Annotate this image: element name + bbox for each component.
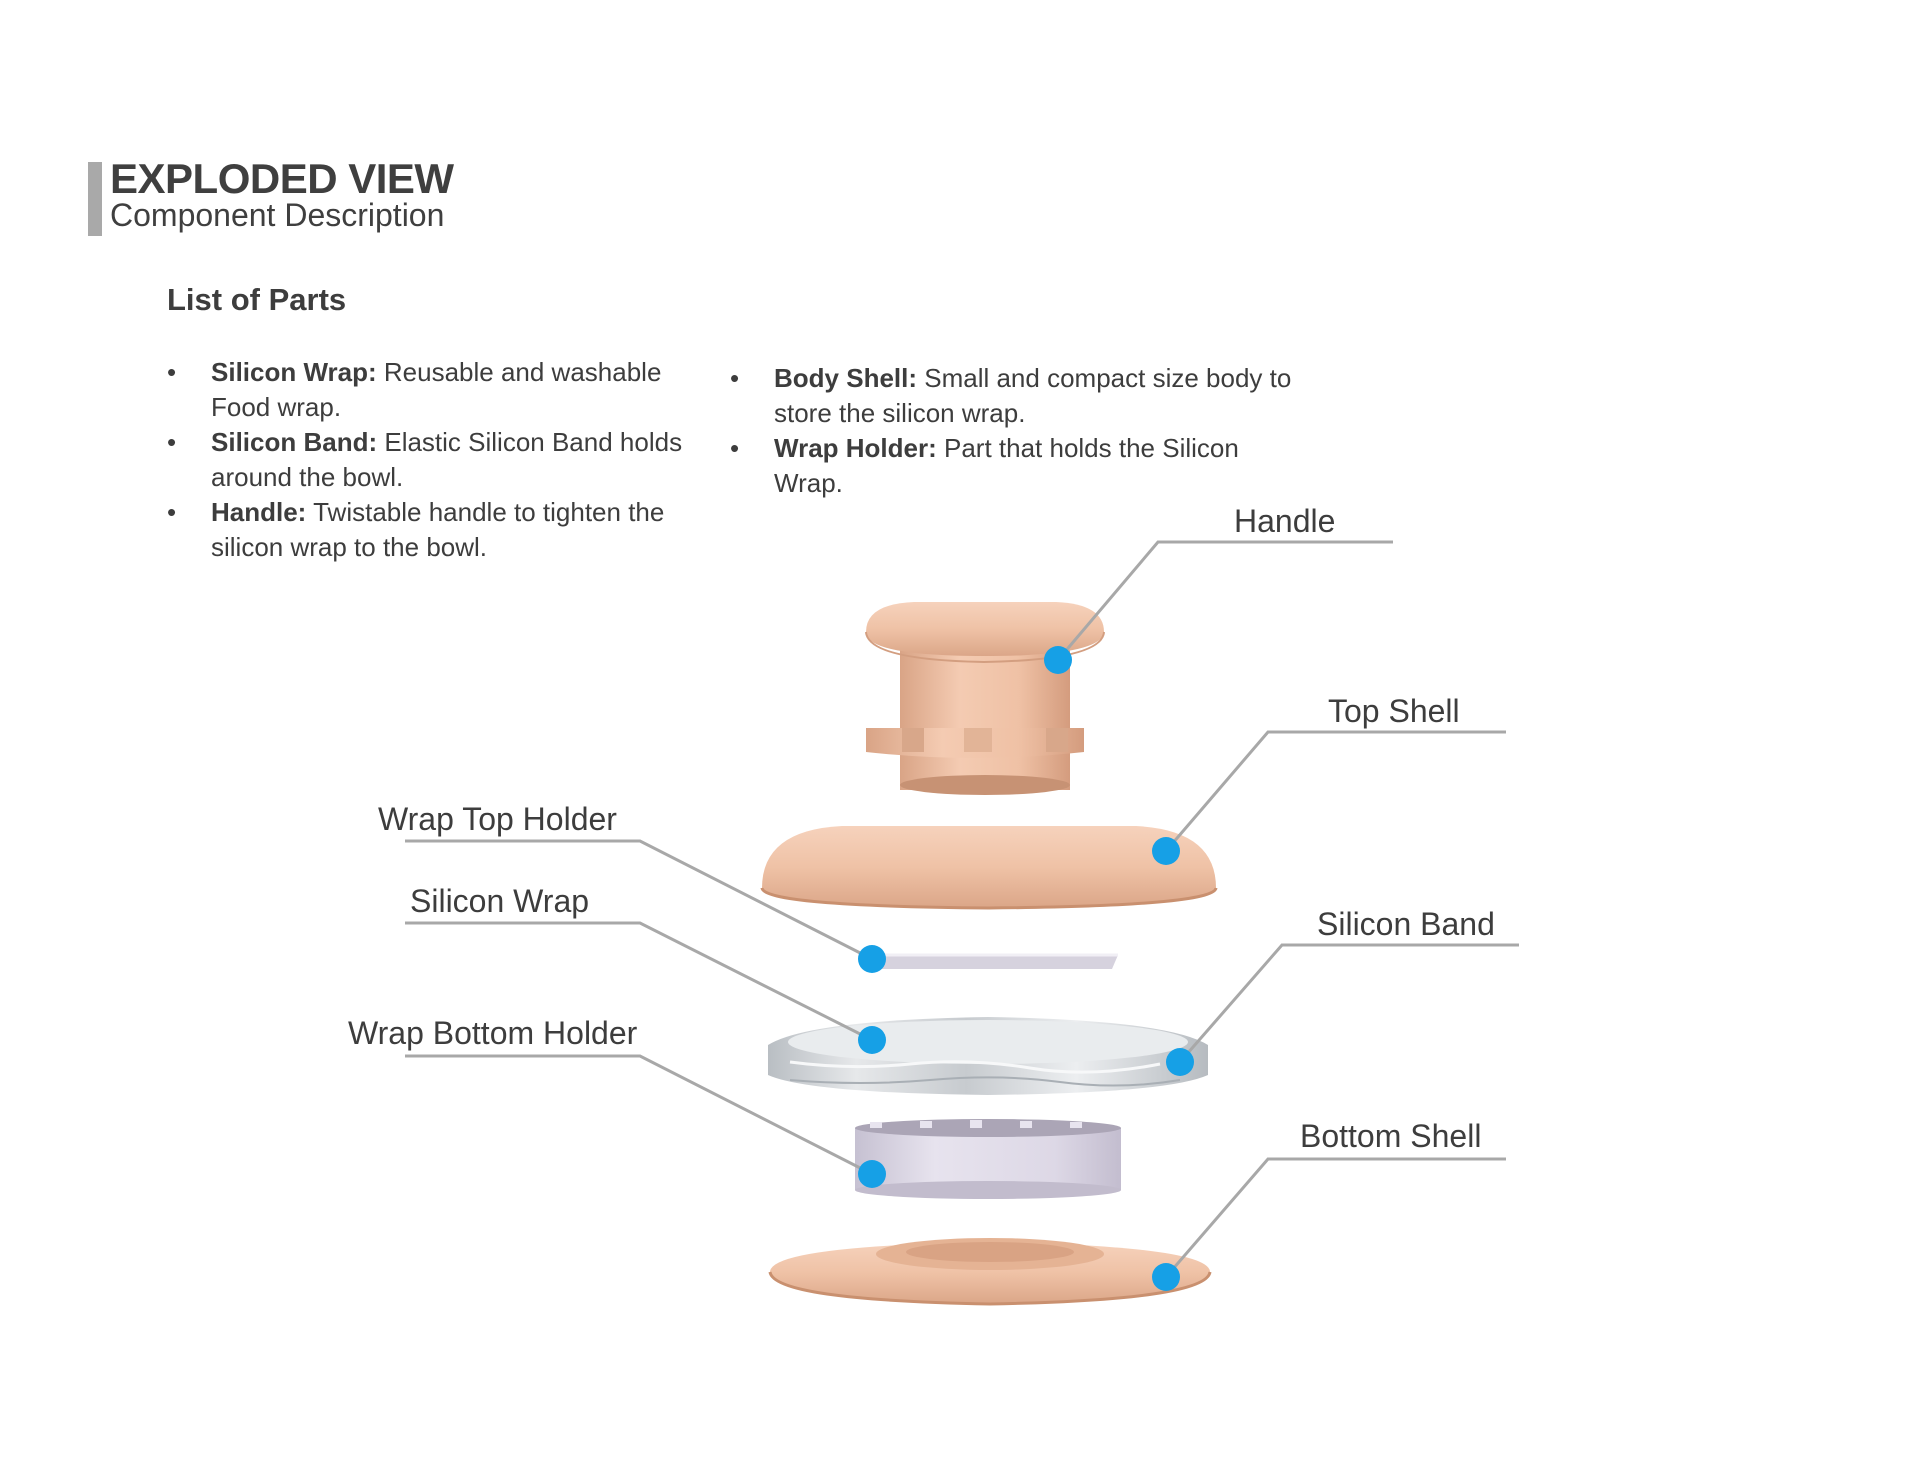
wrap-bottom-holder-part: [855, 1119, 1121, 1199]
markers: [858, 646, 1194, 1291]
bottom-shell-part: [768, 1238, 1212, 1306]
leader-bottom-shell: [1164, 1157, 1506, 1278]
leader-silicon-band: [1178, 943, 1519, 1063]
list-item: Silicon Wrap: Reusable and washable Food…: [167, 355, 727, 425]
top-shell-part: [760, 826, 1218, 910]
marker-bottom-shell: [1152, 1263, 1180, 1291]
part-term: Silicon Band:: [211, 427, 378, 457]
label-bottom-shell: Bottom Shell: [1300, 1118, 1481, 1154]
title-accent-bar: [88, 162, 102, 236]
label-wrap-top-holder: Wrap Top Holder: [378, 801, 617, 837]
leader-wrap-bottom-holder: [405, 1054, 873, 1176]
leader-top-shell: [1164, 730, 1506, 852]
part-desc: Small and compact size body to store the…: [774, 363, 1292, 428]
part-desc: Elastic Silicon Band holds around the bo…: [211, 427, 683, 492]
label-top-shell: Top Shell: [1328, 693, 1460, 729]
label-handle: Handle: [1234, 503, 1335, 539]
list-item: Silicon Band: Elastic Silicon Band holds…: [167, 425, 727, 495]
silicon-wrap-part: [768, 1017, 1208, 1095]
marker-silicon-wrap: [858, 1026, 886, 1054]
list-item: Body Shell: Small and compact size body …: [730, 361, 1300, 431]
marker-top-shell: [1152, 837, 1180, 865]
part-desc: Twistable handle to tighten the silicon …: [211, 497, 665, 562]
page-title: EXPLODED VIEW: [110, 155, 454, 202]
list-heading: List of Parts: [167, 282, 347, 317]
label-silicon-band: Silicon Band: [1317, 906, 1495, 942]
part-term: Handle:: [211, 497, 307, 527]
parts-list-right: Body Shell: Small and compact size body …: [730, 361, 1300, 501]
parts-list-left: Silicon Wrap: Reusable and washable Food…: [167, 355, 727, 565]
list-item: Wrap Holder: Part that holds the Silicon…: [730, 431, 1300, 501]
part-desc: Part that holds the Silicon Wrap.: [774, 433, 1239, 498]
handle-part: [865, 602, 1105, 795]
leader-lines: [405, 540, 1519, 1278]
marker-wrap-bottom-holder: [858, 1160, 886, 1188]
marker-silicon-band: [1166, 1048, 1194, 1076]
marker-wrap-top-holder: [858, 945, 886, 973]
leader-silicon-wrap: [405, 921, 873, 1042]
part-term: Body Shell:: [774, 363, 918, 393]
leader-wrap-top-holder: [405, 839, 873, 961]
page-subtitle: Component Description: [110, 197, 445, 233]
part-desc: Reusable and washable Food wrap.: [211, 357, 662, 422]
list-item: Handle: Twistable handle to tighten the …: [167, 495, 727, 565]
label-wrap-bottom-holder: Wrap Bottom Holder: [348, 1015, 638, 1051]
label-silicon-wrap: Silicon Wrap: [410, 883, 589, 919]
wrap-top-holder-part: [858, 953, 1118, 969]
part-term: Wrap Holder:: [774, 433, 937, 463]
marker-handle: [1044, 646, 1072, 674]
leader-handle: [1056, 540, 1393, 661]
part-term: Silicon Wrap:: [211, 357, 377, 387]
